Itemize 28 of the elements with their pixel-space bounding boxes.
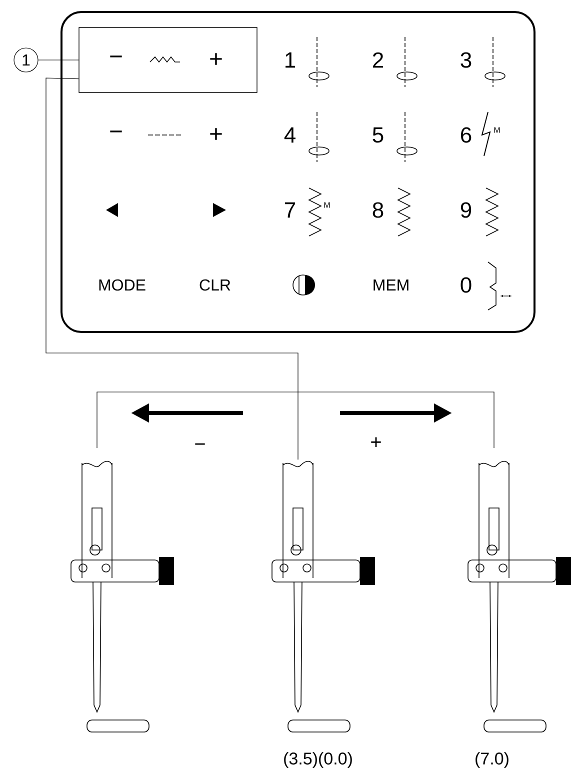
highlight-box: − + — [78, 27, 258, 93]
key-label: M — [324, 202, 330, 208]
key-label: + — [210, 128, 222, 140]
key-label: 4 — [284, 127, 296, 143]
key-label: 1 — [286, 52, 296, 68]
position-value: (3.5)(0.0) — [284, 752, 352, 768]
key-label: MEM — [374, 280, 408, 290]
key-label: 5 — [372, 127, 384, 143]
key-label: + — [371, 437, 381, 448]
key-label: 8 — [372, 202, 384, 218]
needle-drawing — [468, 460, 571, 732]
leader-line — [46, 78, 298, 460]
callout-number: 1 — [14, 48, 38, 72]
key-label: 9 — [460, 202, 472, 218]
key-label: 0 — [460, 277, 472, 293]
needle-drawing — [272, 460, 375, 732]
control-panel — [60, 11, 536, 333]
key-label: 3 — [460, 52, 472, 68]
needle-drawing — [70, 460, 174, 732]
position-value: (7.0) — [476, 752, 508, 768]
key-label: − — [195, 443, 205, 445]
key-label: 6 — [461, 127, 472, 143]
key-label: − — [110, 130, 122, 132]
key-label: 7 — [285, 202, 296, 218]
key-label: 2 — [373, 52, 384, 68]
key-label: MODE — [99, 279, 146, 291]
key-label: CLR — [200, 279, 230, 291]
key-label: M — [494, 127, 500, 133]
